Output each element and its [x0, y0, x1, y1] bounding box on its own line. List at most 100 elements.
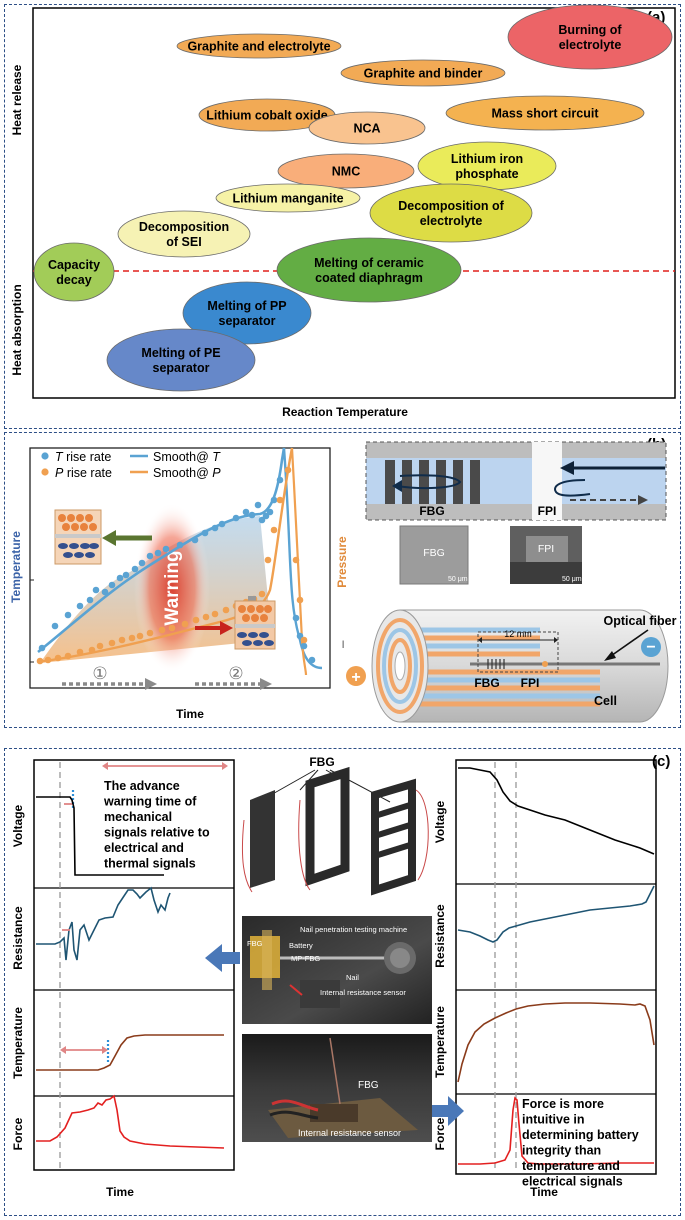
x-label-time: Time: [176, 707, 204, 721]
photo1-fbg: FBG: [247, 939, 263, 948]
photo2-fbg: FBG: [358, 1080, 379, 1091]
panel-b: (b) Warning T rise rate Smooth@ T P rise…: [9, 436, 677, 723]
fiber-frame: [365, 441, 667, 521]
t-rise-point: [242, 508, 250, 516]
p-rise-point: [136, 632, 144, 640]
left-force-curve: [36, 1094, 225, 1149]
panel-a-frame: [4, 4, 681, 429]
reaction-ellipse: [445, 95, 645, 131]
reaction-ellipse-label: NMC: [332, 165, 360, 179]
reaction-ellipse: [276, 237, 462, 303]
y-label-heat-release: Heat release: [10, 64, 24, 135]
right-row-resistance: Resistance: [433, 904, 447, 968]
right-row-force: Force: [433, 1117, 447, 1150]
photo1-battery: Battery: [289, 941, 313, 950]
p-rise-point: [300, 636, 308, 644]
t-rise-point: [108, 581, 116, 589]
right-x-label: Time: [530, 1185, 558, 1199]
smooth-t-dip: [282, 447, 323, 670]
fbg-reflection-arrowhead: [392, 480, 402, 492]
cell-fbg-label: FBG: [474, 676, 499, 690]
t-rise-point: [292, 614, 300, 622]
reaction-ellipse-label: separator: [153, 361, 210, 375]
micrograph-fbg-scale: 50 μm: [448, 576, 468, 583]
t-rise-point: [64, 611, 72, 619]
p-rise-point: [88, 646, 96, 654]
t-rise-point: [262, 512, 270, 520]
p-rise-point: [128, 634, 136, 642]
t-rise-point: [300, 642, 308, 650]
right-row-voltage: Voltage: [433, 800, 447, 843]
reaction-ellipse-label: Capacity: [48, 258, 100, 272]
reaction-ellipse-label: Graphite and binder: [364, 67, 483, 81]
right-note: Force is more intuitive in determining b…: [522, 1097, 642, 1189]
left-x-label: Time: [106, 1185, 134, 1199]
reaction-ellipse-label: Melting of PE: [141, 346, 220, 360]
fpi-mark: [542, 661, 548, 667]
legend-t-rise: T rise rate: [55, 450, 111, 464]
arrow-to-left-plot: [205, 944, 240, 972]
photo1-nail: Nail: [346, 973, 359, 982]
panel-a-plot-frame: [32, 7, 676, 399]
legend-smooth-p: Smooth@ P: [153, 466, 221, 480]
stage1-label: ①: [92, 664, 107, 683]
left-row-temperature: Temperature: [11, 1007, 25, 1079]
cell-end-ring-2: [382, 628, 418, 704]
p-rise-point: [76, 648, 84, 656]
reaction-ellipse-label: Melting of ceramic: [314, 256, 424, 270]
right-row-temperature: Temperature: [433, 1006, 447, 1078]
t-rise-point: [211, 524, 219, 532]
p-rise-point: [276, 496, 284, 504]
reaction-ellipse: [117, 210, 251, 258]
t-rise-point: [146, 552, 154, 560]
micrograph-fpi-scale: 50 μm: [562, 576, 582, 583]
p-rise-point: [202, 613, 210, 621]
reaction-ellipse: [215, 183, 361, 213]
right-resistance-curve: [457, 885, 655, 943]
reaction-ellipse: [182, 281, 312, 345]
t-rise-point: [232, 514, 240, 522]
p-rise-point: [96, 642, 104, 650]
p-rise-point: [54, 654, 62, 662]
p-rise-point: [118, 636, 126, 644]
reaction-ellipse-label: Decomposition: [139, 220, 229, 234]
p-rise-point: [146, 629, 154, 637]
p-rise-point: [44, 656, 52, 664]
right-temperature-curve: [457, 1002, 655, 1083]
battery-icon-stage1: [54, 509, 102, 565]
t-rise-point: [201, 529, 209, 537]
t-rise-point: [162, 545, 170, 553]
reaction-ellipse: [106, 328, 256, 392]
warning-label: Warning: [162, 550, 183, 625]
reaction-ellipse-label: phosphate: [455, 167, 518, 181]
battery-icon-stage2: [234, 596, 276, 650]
fbg-gratings: [385, 460, 480, 504]
reaction-ellipse-label: Lithium iron: [451, 152, 523, 166]
reaction-ellipse-label: Decomposition of: [398, 199, 504, 213]
micrograph-fbg: [400, 526, 468, 584]
panel-b-frame: [4, 432, 681, 728]
legend-t-dot: [41, 452, 49, 460]
t-rise-point: [138, 559, 146, 567]
reaction-ellipse-label: electrolyte: [420, 214, 483, 228]
optical-fiber-pointer: [607, 629, 649, 659]
t-rise-point: [92, 586, 100, 594]
cell-label: Cell: [594, 694, 617, 708]
reaction-ellipse-label: NCA: [353, 122, 380, 136]
reaction-ellipse: [369, 183, 533, 243]
p-rise-point: [108, 639, 116, 647]
left-row-resistance: Resistance: [11, 906, 25, 970]
p-rise-point: [192, 616, 200, 624]
right-voltage-curve: [458, 767, 655, 855]
x-label-reaction-temperature: Reaction Temperature: [282, 405, 408, 419]
t-rise-point: [254, 501, 262, 509]
cell-end-core: [394, 651, 406, 681]
reaction-ellipse: [340, 59, 506, 87]
stage1-arrowhead: [145, 678, 157, 690]
p-rise-point: [64, 652, 72, 660]
t-rise-point: [276, 476, 284, 484]
p-rise-point: [158, 626, 166, 634]
fbg-frame-illustration: FBG: [241, 755, 429, 896]
left-note: The advance warning time of mechanical s…: [103, 779, 213, 871]
t-rise-point: [76, 602, 84, 610]
